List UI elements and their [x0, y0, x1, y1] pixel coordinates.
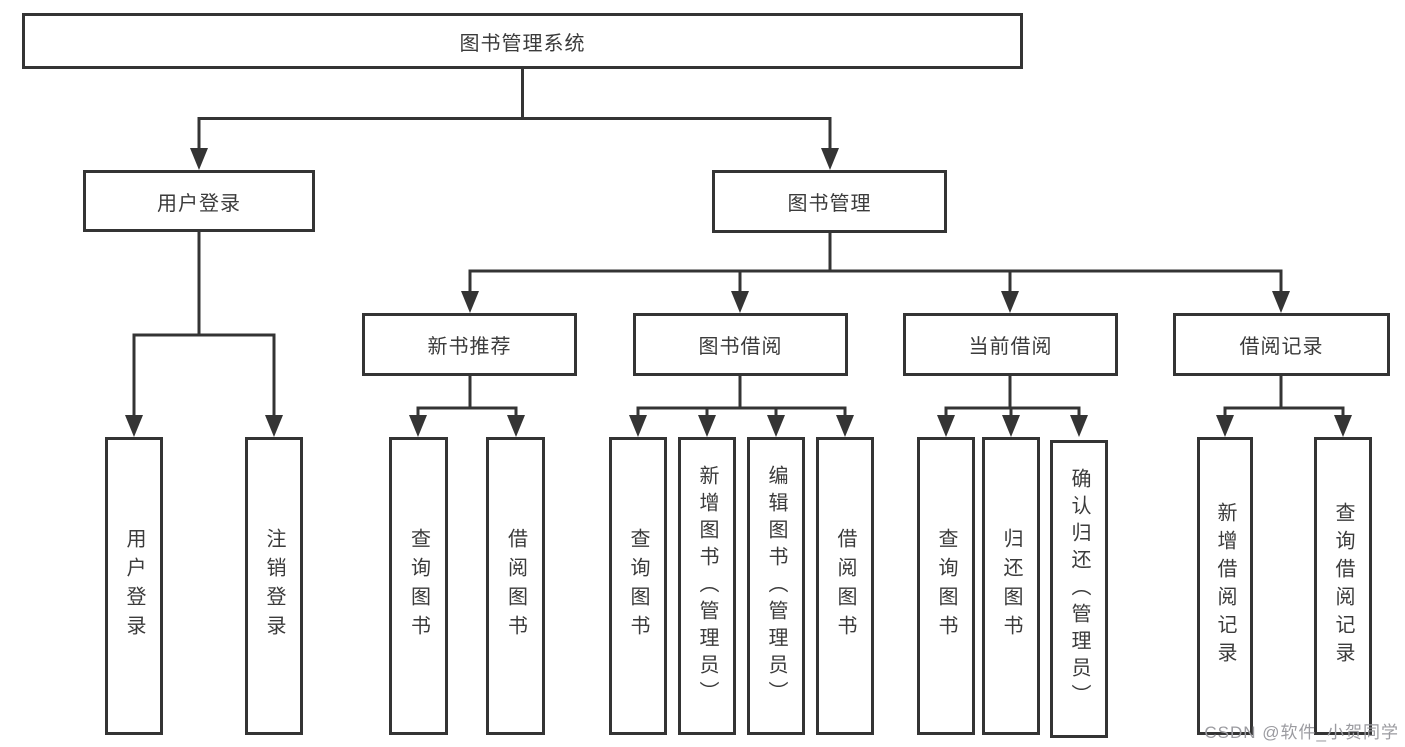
node-label: 查询图书	[407, 528, 430, 644]
leaf-return-books: 归还图书	[982, 437, 1040, 735]
leaf-user-login: 用户登录	[105, 437, 163, 735]
node-label: 借阅图书	[834, 528, 856, 644]
node-label: 注销登录	[263, 528, 285, 644]
node-label: 确认归还（管理员）	[1068, 467, 1090, 711]
leaf-query-books-current: 查询图书	[917, 437, 975, 735]
node-label: 查询图书	[627, 528, 649, 644]
leaf-logout-login: 注销登录	[245, 437, 303, 735]
node-label: 编辑图书（管理员）	[765, 464, 787, 708]
node-user-login: 用户登录	[83, 170, 315, 232]
leaf-add-borrow-record: 新增借阅记录	[1197, 437, 1253, 735]
node-label: 归还图书	[1000, 528, 1022, 644]
node-new-book-recommend: 新书推荐	[362, 313, 577, 376]
node-label: 新增借阅记录	[1214, 502, 1236, 670]
leaf-query-borrow-record: 查询借阅记录	[1314, 437, 1372, 735]
leaf-borrow-books-recommend: 借阅图书	[486, 437, 545, 735]
node-borrow-records: 借阅记录	[1173, 313, 1390, 376]
node-label: 用户登录	[123, 528, 145, 644]
node-current-borrowing: 当前借阅	[903, 313, 1118, 376]
node-label: 借阅记录	[1239, 336, 1324, 358]
node-label: 图书管理	[787, 193, 872, 215]
csdn-watermark: CSDN @软件_小贺同学	[1204, 723, 1399, 742]
node-label: 当前借阅	[968, 336, 1053, 358]
node-label: 新增图书（管理员）	[696, 464, 718, 708]
node-root-system: 图书管理系统	[22, 13, 1023, 69]
node-label: 借阅图书	[504, 528, 527, 644]
leaf-query-books-borrowing: 查询图书	[609, 437, 667, 735]
node-label: 图书管理系统	[459, 32, 586, 55]
node-book-borrowing: 图书借阅	[633, 313, 848, 376]
leaf-confirm-return-admin: 确认归还（管理员）	[1050, 440, 1108, 738]
leaf-query-books-recommend: 查询图书	[389, 437, 448, 735]
leaf-add-books-admin: 新增图书（管理员）	[678, 437, 736, 735]
node-label: 查询图书	[935, 528, 957, 644]
node-label: 查询借阅记录	[1332, 502, 1354, 670]
leaf-borrow-books: 借阅图书	[816, 437, 874, 735]
leaf-edit-books-admin: 编辑图书（管理员）	[747, 437, 805, 735]
node-label: 新书推荐	[427, 336, 512, 358]
node-book-management: 图书管理	[712, 170, 947, 233]
node-label: 图书借阅	[698, 336, 783, 358]
node-label: 用户登录	[157, 192, 241, 215]
